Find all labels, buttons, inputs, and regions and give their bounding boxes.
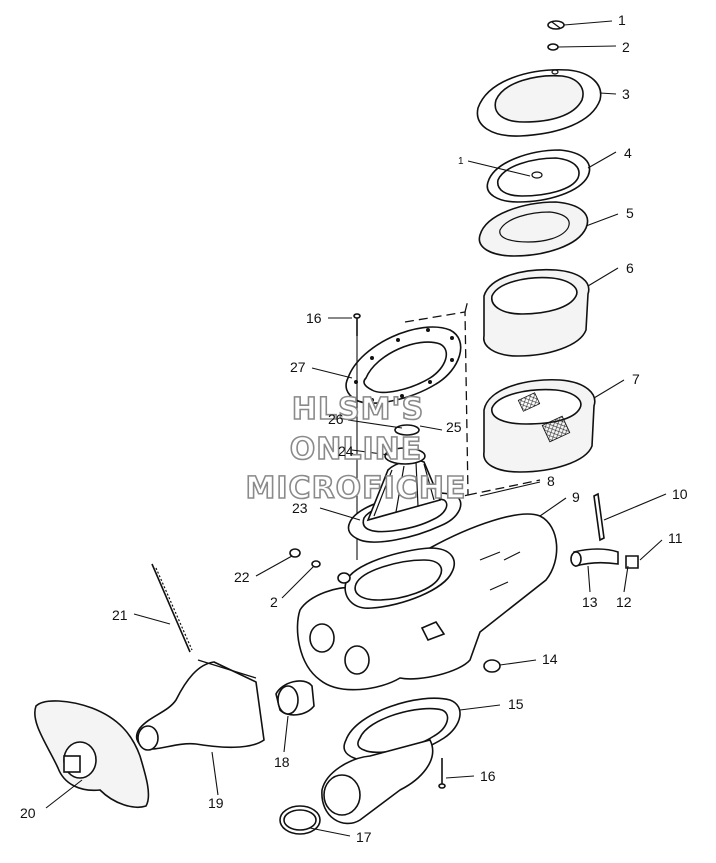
callout-12: 12 xyxy=(616,594,632,610)
callout-20: 20 xyxy=(20,805,36,821)
bolt-part xyxy=(289,548,351,584)
callout-5: 5 xyxy=(626,205,634,221)
splash-shield-part xyxy=(34,700,150,808)
lower-duct-part xyxy=(279,739,434,835)
callout-19: 19 xyxy=(208,795,224,811)
callout-1: 1 xyxy=(618,12,626,28)
filter-element-part xyxy=(483,378,596,473)
callout-13: 13 xyxy=(582,594,598,610)
callout-27: 27 xyxy=(290,359,306,375)
callout-1-small: 1 xyxy=(458,156,464,167)
callout-9: 9 xyxy=(572,489,580,505)
callout-3: 3 xyxy=(622,86,630,102)
drain-hose-part xyxy=(570,548,639,569)
callout-21: 21 xyxy=(112,607,128,623)
callout-23: 23 xyxy=(292,500,308,516)
air-box-body-part xyxy=(296,513,558,691)
callout-8: 8 xyxy=(547,473,555,489)
callout-2-lower: 2 xyxy=(270,594,278,610)
callout-7: 7 xyxy=(632,371,640,387)
foam-filter-part xyxy=(483,268,590,357)
callout-10: 10 xyxy=(672,486,688,502)
plate-gasket-part xyxy=(345,326,462,404)
watermark-line-1: HLSM'S xyxy=(292,392,424,427)
cable-part xyxy=(151,563,193,653)
nut-part xyxy=(483,659,501,673)
callout-14: 14 xyxy=(542,651,558,667)
callout-26: 26 xyxy=(328,411,344,427)
callout-16-bottom: 16 xyxy=(480,768,496,784)
callout-17: 17 xyxy=(356,829,372,845)
gasket-ring-part xyxy=(486,149,591,203)
watermark-line-2: ONLINE xyxy=(290,432,423,467)
callout-6: 6 xyxy=(626,260,634,276)
washer-part xyxy=(547,43,559,51)
callout-18: 18 xyxy=(274,754,290,770)
watermark: HLSM'S ONLINE MICROFICHE xyxy=(245,391,467,507)
intake-duct-part xyxy=(135,659,265,751)
callout-4: 4 xyxy=(624,145,632,161)
watermark-line-3: MICROFICHE xyxy=(246,471,467,506)
callout-11: 11 xyxy=(668,530,683,546)
air-box-cover-part xyxy=(476,69,602,137)
intake-funnel-part xyxy=(347,424,462,543)
callout-22: 22 xyxy=(234,569,250,585)
callouts: 1 2 3 4 5 6 7 8 9 10 11 12 13 14 15 16 1… xyxy=(20,12,688,845)
filter-plate-part xyxy=(478,201,589,257)
callout-25: 25 xyxy=(446,419,462,435)
callout-2: 2 xyxy=(622,39,630,55)
callout-16-top: 16 xyxy=(306,310,322,326)
fitting-part xyxy=(275,680,315,716)
leader-lines xyxy=(45,20,667,837)
callout-15: 15 xyxy=(508,696,524,712)
tie-strap-part xyxy=(593,492,605,542)
callout-24: 24 xyxy=(338,443,354,459)
bottom-screw-part xyxy=(438,758,446,789)
wing-screw-part xyxy=(547,20,565,30)
